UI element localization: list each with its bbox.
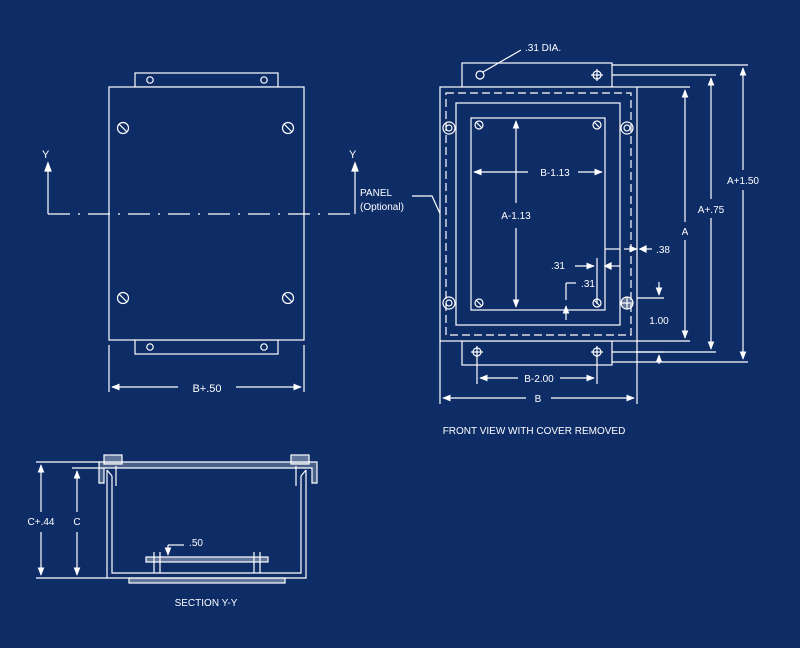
- panel-optional-label: (Optional): [360, 202, 404, 213]
- interior-wall: [455, 102, 621, 326]
- cover-view: [44, 72, 475, 392]
- mounting-panel: [470, 117, 606, 311]
- dim-50: .50: [189, 538, 203, 549]
- bottom-flange: [128, 577, 286, 584]
- cover-screw: [281, 291, 295, 305]
- dim-a-plus-150: A+1.50: [727, 176, 759, 187]
- front-view: [439, 49, 748, 404]
- cover-screw: [116, 291, 130, 305]
- panel-screw: [474, 120, 484, 130]
- panel-label: PANEL: [360, 188, 392, 199]
- cover-screw-boss: [442, 121, 456, 135]
- bottom-mounting-flange: [134, 339, 279, 355]
- bottom-mounting-flange: [461, 340, 613, 366]
- dim-c: C: [73, 517, 80, 528]
- cover-clamp-right: [290, 454, 310, 465]
- cover-clamp-left: [103, 454, 123, 465]
- dim-38: .38: [656, 245, 670, 256]
- cover-screw-boss: [620, 121, 634, 135]
- mounting-hole-crossed: [591, 69, 603, 81]
- hole-dia-leader: [482, 49, 522, 73]
- section-view: [36, 454, 318, 584]
- body-wall-inner: [111, 476, 302, 574]
- dim-100: 1.00: [649, 316, 669, 327]
- dim-a-minus-113: A-1.13: [501, 211, 531, 222]
- flange-hole: [146, 76, 154, 84]
- mounting-hole-crossed: [471, 346, 483, 358]
- dim-b-plus-50: B+.50: [192, 383, 221, 395]
- cover-screw-boss: [620, 296, 634, 310]
- cover-lip: [98, 461, 318, 484]
- hole-dia-label: .31 DIA.: [525, 43, 561, 54]
- dim-c-plus-44: C+.44: [28, 517, 55, 528]
- mounting-hole-crossed: [591, 346, 603, 358]
- dim-b-minus-113: B-1.13: [540, 168, 570, 179]
- dim-31-horizontal: .31: [551, 261, 565, 272]
- cover-screw-boss: [442, 296, 456, 310]
- dim-b-minus-200: B-2.00: [524, 374, 554, 385]
- mounting-hole: [475, 70, 485, 80]
- section-caption: SECTION Y-Y: [175, 598, 238, 609]
- panel-screw: [474, 298, 484, 308]
- dim-a: A: [682, 227, 689, 238]
- gasket-outline: [445, 92, 632, 336]
- axis-label-y-left: Y: [42, 149, 50, 161]
- panel-screw: [592, 120, 602, 130]
- top-mounting-flange: [134, 72, 279, 88]
- dim-31-vertical: .31: [581, 279, 595, 290]
- dim-b: B: [535, 394, 542, 405]
- front-view-caption: FRONT VIEW WITH COVER REMOVED: [443, 426, 626, 437]
- dim-a-plus-75: A+.75: [698, 205, 725, 216]
- cover-screw: [281, 121, 295, 135]
- cover-screw: [116, 121, 130, 135]
- enclosure-body: [439, 86, 638, 342]
- flange-hole: [260, 76, 268, 84]
- flange-hole: [260, 343, 268, 351]
- flange-hole: [146, 343, 154, 351]
- axis-label-y-right: Y: [349, 149, 357, 161]
- section-panel: [145, 556, 269, 563]
